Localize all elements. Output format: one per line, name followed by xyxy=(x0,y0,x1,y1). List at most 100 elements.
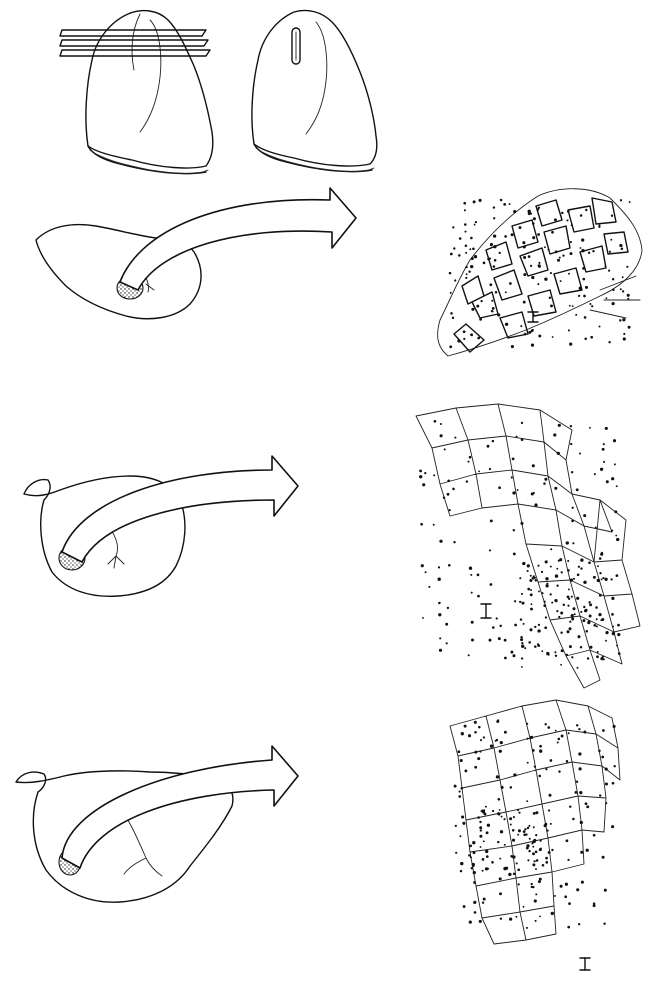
grain-dot xyxy=(572,507,574,509)
grain-dot xyxy=(532,236,535,239)
grain-dot xyxy=(537,208,539,210)
grain-dot xyxy=(576,724,578,726)
grain-dot xyxy=(595,527,597,529)
grain-dot xyxy=(614,510,617,513)
grain-dot xyxy=(443,496,445,498)
grain-dot xyxy=(573,578,575,580)
grain-dot xyxy=(599,594,602,597)
grain-dot xyxy=(458,795,461,798)
grain-dot xyxy=(603,461,605,463)
grain-dot xyxy=(590,646,593,649)
grain-dot xyxy=(505,291,507,293)
grain-dot xyxy=(454,785,457,788)
grain-dot xyxy=(581,249,584,252)
grain-dot xyxy=(495,291,498,294)
grain-dot xyxy=(469,248,471,250)
grain-dot xyxy=(611,214,613,216)
grain-dot xyxy=(461,787,464,790)
grain-dot xyxy=(492,626,495,629)
grain-dot xyxy=(532,852,535,855)
grain-dot xyxy=(531,276,534,279)
grain-dot xyxy=(578,295,580,297)
grain-dot xyxy=(555,730,557,732)
grain-dot xyxy=(486,855,489,858)
grain-dot xyxy=(608,341,610,343)
grain-dot xyxy=(602,448,605,451)
grain-dot xyxy=(537,629,540,632)
grain-dot xyxy=(474,751,477,754)
grain-dot xyxy=(490,583,493,586)
grain-dot xyxy=(463,202,466,205)
grain-dot xyxy=(460,759,463,762)
grain-dot xyxy=(497,313,500,316)
grain-dot xyxy=(425,571,427,573)
grain-dot xyxy=(458,750,461,753)
grain-dot xyxy=(444,448,446,450)
grain-dot xyxy=(622,276,624,278)
grain-dot xyxy=(438,578,441,581)
grain-dot xyxy=(574,613,576,615)
grain-dot xyxy=(585,802,588,805)
grain-dot xyxy=(500,830,503,833)
grain-dot xyxy=(513,552,516,555)
grain-dot xyxy=(584,316,587,319)
grain-dot xyxy=(492,810,494,812)
grain-dot xyxy=(486,831,489,834)
grain-dot xyxy=(501,816,503,818)
grain-dot xyxy=(601,578,603,580)
grain-dot xyxy=(570,425,572,427)
grain-dot xyxy=(580,214,583,217)
grain-dot xyxy=(579,287,582,290)
grain-dot xyxy=(559,257,561,259)
grain-dot xyxy=(584,337,587,340)
grain-dot xyxy=(468,854,470,856)
grain-dot xyxy=(465,266,467,268)
grain-dot xyxy=(538,624,540,626)
grain-dot xyxy=(454,437,456,439)
grain-dot xyxy=(551,602,553,604)
grain-dot xyxy=(492,440,494,442)
grain-dot xyxy=(567,605,569,607)
grain-dot xyxy=(586,805,589,808)
grain-dot xyxy=(544,626,547,629)
grain-dot xyxy=(513,210,516,213)
grain-dot xyxy=(610,578,612,580)
grain-dot xyxy=(580,611,582,613)
grain-dot xyxy=(605,427,608,430)
grain-dot xyxy=(533,492,535,494)
grain-dot xyxy=(554,651,556,653)
grain-dot xyxy=(622,318,625,321)
grain-dot xyxy=(463,338,465,340)
grain-dot xyxy=(568,329,570,331)
grain-dot xyxy=(492,307,495,310)
grain-dot xyxy=(592,250,594,252)
grain-dot xyxy=(620,199,622,201)
row2-arrow xyxy=(62,456,298,562)
grain-dot xyxy=(576,488,579,491)
grain-dot xyxy=(576,597,579,600)
grain-dot xyxy=(527,588,530,591)
grain-dot xyxy=(553,433,556,436)
grain-dot xyxy=(550,593,552,595)
grain-dot xyxy=(578,767,581,770)
grain-dot xyxy=(550,823,552,825)
grain-dot xyxy=(447,493,450,496)
grain-dot xyxy=(568,598,570,600)
grain-dot xyxy=(519,226,522,229)
grain-dot xyxy=(614,463,616,465)
grain-dot xyxy=(471,639,474,642)
grain-dot xyxy=(493,234,496,237)
grain-dot xyxy=(479,826,482,829)
grain-dot xyxy=(558,424,561,427)
grain-dot xyxy=(605,640,607,642)
grain-dot xyxy=(455,852,457,854)
grain-dot xyxy=(526,738,528,740)
grain-dot xyxy=(464,231,466,233)
grain-dot xyxy=(504,639,507,642)
grain-dot xyxy=(470,856,472,858)
sectioned-specimen-left xyxy=(60,11,213,174)
grain-dot xyxy=(487,824,490,827)
grain-dot xyxy=(543,482,546,485)
grain-dot xyxy=(560,612,563,615)
grain-dot xyxy=(537,233,540,236)
